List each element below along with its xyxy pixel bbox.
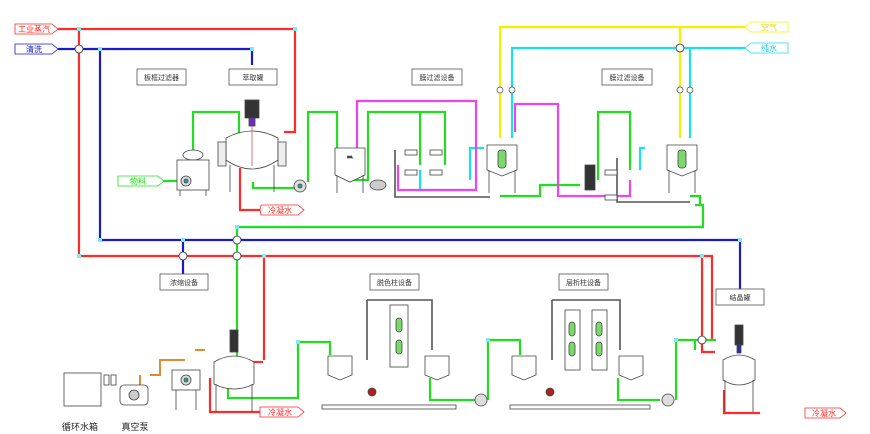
label-crystallizer: 结晶罐 [715,288,765,306]
inlet-air: 空气 [744,21,789,33]
label-concentrator: 浓缩设备 [159,273,209,291]
outlet-condensate-top-label: 冷凝水 [268,205,292,215]
membrane-1-tank [486,144,518,193]
tank-volume-text: 50L [347,155,353,159]
resin-column-skid [509,309,675,410]
extraction-tank-vessel [217,99,307,193]
inlet-air-label: 空气 [761,22,777,32]
decolor-column-skid [321,304,488,410]
pressure-gauges [496,86,694,94]
circulating-water-tank [63,372,117,407]
label-concentrator-text: 浓缩设备 [170,278,198,287]
label-resin-column: 层析柱设备 [558,273,609,291]
steam-pipes [58,27,760,415]
label-extraction-tank-text: 萃取罐 [243,73,264,82]
inlet-material-label: 物料 [130,176,146,186]
process-pipes [155,110,716,402]
caption-vacuum-pump: 真空泵 [121,421,148,433]
label-resin-column-text: 层析柱设备 [566,278,601,287]
label-decolor-column-text: 脱色柱设备 [377,278,412,287]
inlet-pure-water-label: 纯水 [761,43,777,53]
membrane-housings [404,149,618,201]
pipe-joints [77,27,742,344]
outlet-condensate-br-label: 冷凝水 [812,408,836,418]
caption-water-tank: 循环水箱 [62,421,98,433]
label-decolor-column: 脱色柱设备 [369,273,420,291]
inlet-pure-water: 纯水 [744,42,789,54]
label-plate-filter: 板框过滤器 [136,68,187,86]
inlet-wash-label: 清洗 [26,44,42,54]
plate-filter-unit [176,149,210,196]
label-membrane-2: 膜过滤设备 [601,68,653,86]
label-crystallizer-text: 结晶罐 [730,293,751,302]
vacuum-pump [119,384,149,406]
label-membrane-1-text: 膜过滤设备 [420,73,455,82]
pipe-crossings [74,43,707,345]
permeate-pipes [355,99,632,198]
membrane-1-feed-tank: 50L [334,147,387,193]
inlet-material: 物料 [117,175,165,187]
label-membrane-2-text: 膜过滤设备 [610,73,645,82]
inlet-steam-label: 工业蒸汽 [18,24,50,34]
crystallizer-vessel [722,324,756,412]
membrane-2-tank [666,144,698,193]
label-plate-filter-text: 板框过滤器 [144,73,179,82]
label-membrane-1: 膜过滤设备 [411,68,463,86]
inlet-wash: 清洗 [14,43,59,55]
concentrator-vessels [171,329,255,412]
outlet-condensate-top: 冷凝水 [259,204,305,216]
outlet-condensate-bottom-right: 冷凝水 [804,407,847,419]
inlet-steam: 工业蒸汽 [14,23,59,35]
outlet-condensate-bl-label: 冷凝水 [268,407,292,417]
label-extraction-tank: 萃取罐 [228,68,278,86]
outlet-condensate-bottom-left: 冷凝水 [259,406,305,418]
